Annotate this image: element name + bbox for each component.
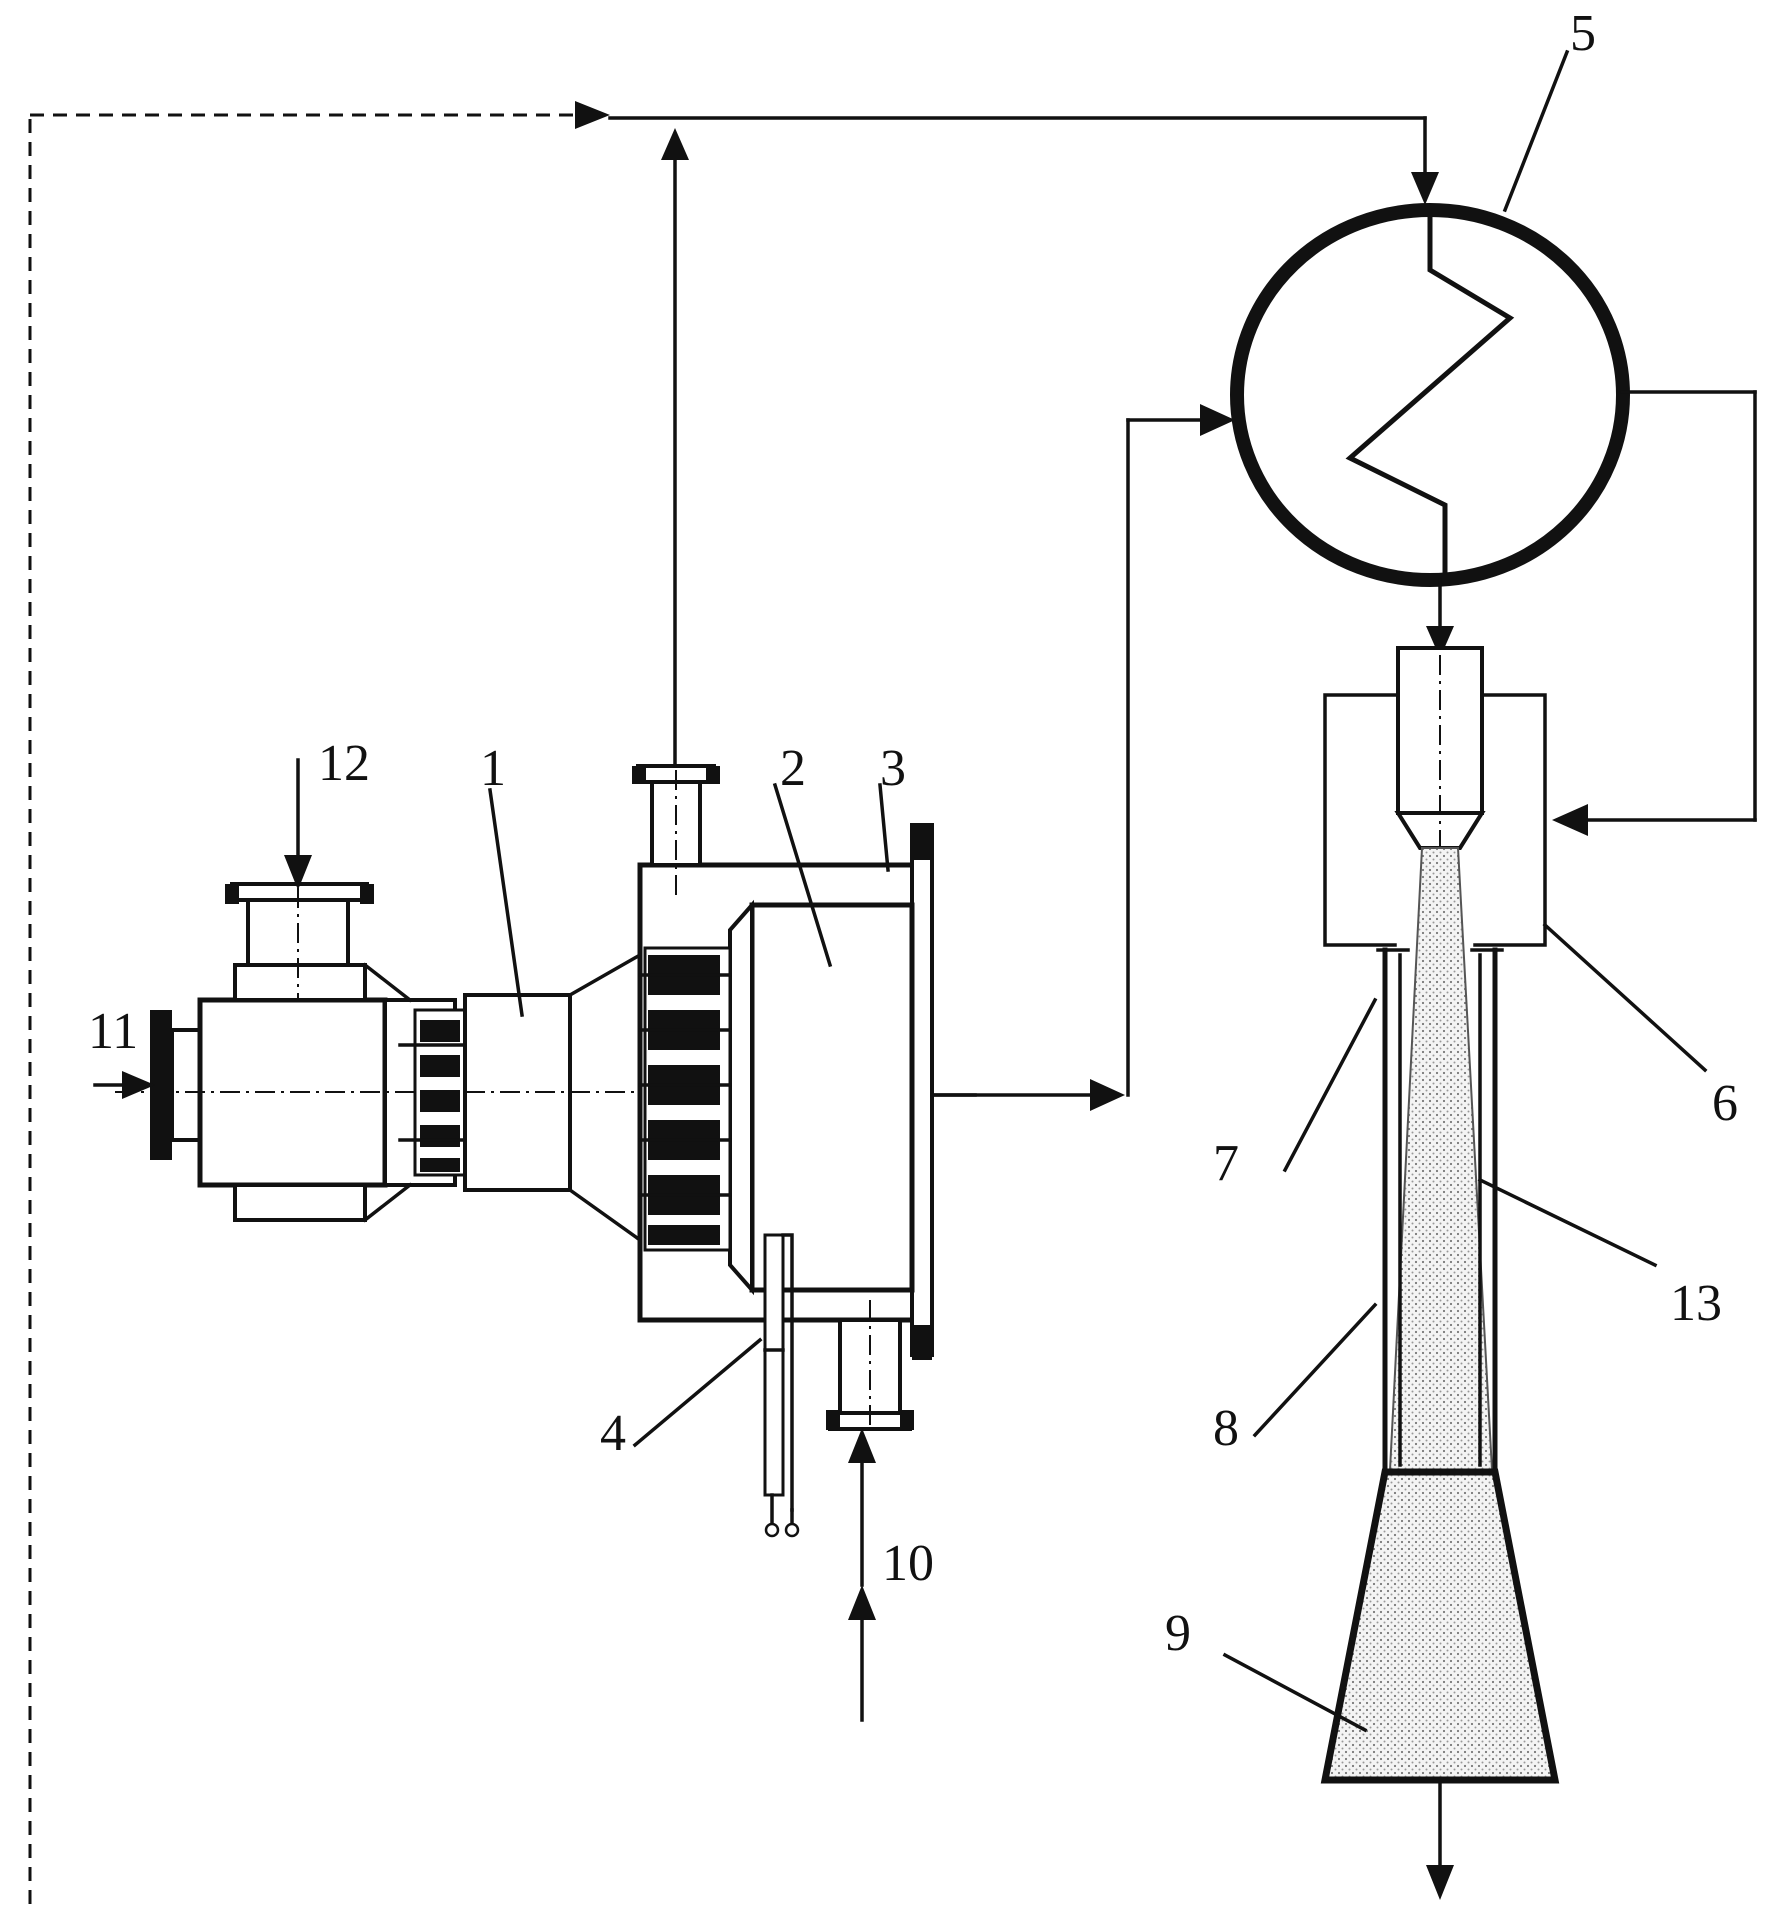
right-arrowhead-heater-side	[1200, 404, 1235, 436]
heater-5	[1237, 208, 1623, 658]
return-arrowhead	[1552, 804, 1588, 836]
label-10: 10	[882, 1535, 934, 1592]
label-13: 13	[1670, 1275, 1722, 1332]
spray-jet	[1390, 848, 1492, 1470]
label-9: 9	[1165, 1605, 1191, 1662]
diffuser	[1325, 1472, 1555, 1780]
outlet-arrowhead	[1426, 1865, 1454, 1900]
label-3: 3	[880, 740, 906, 797]
label-1: 1	[480, 740, 506, 797]
label-4: 4	[600, 1405, 626, 1462]
label-6: 6	[1712, 1075, 1738, 1132]
label-11: 11	[88, 1003, 138, 1060]
probe-4	[765, 1235, 783, 1495]
vessel-to-heater-line	[930, 404, 1235, 1111]
right-arrowhead-mid	[1090, 1079, 1125, 1111]
arrow-10-lower	[848, 1585, 876, 1620]
dashed-arrowhead-right	[575, 101, 610, 129]
inner-chamber-2	[752, 905, 912, 1290]
label-12: 12	[318, 735, 370, 792]
ejector-assembly	[1325, 648, 1555, 1900]
down-arrowhead-heater-inlet	[1411, 172, 1439, 205]
up-arrowhead	[661, 128, 689, 160]
label-8: 8	[1213, 1400, 1239, 1457]
label-2: 2	[780, 740, 806, 797]
arrow-10-upper	[848, 1428, 876, 1463]
label-5: 5	[1570, 5, 1596, 62]
label-7: 7	[1213, 1135, 1239, 1192]
